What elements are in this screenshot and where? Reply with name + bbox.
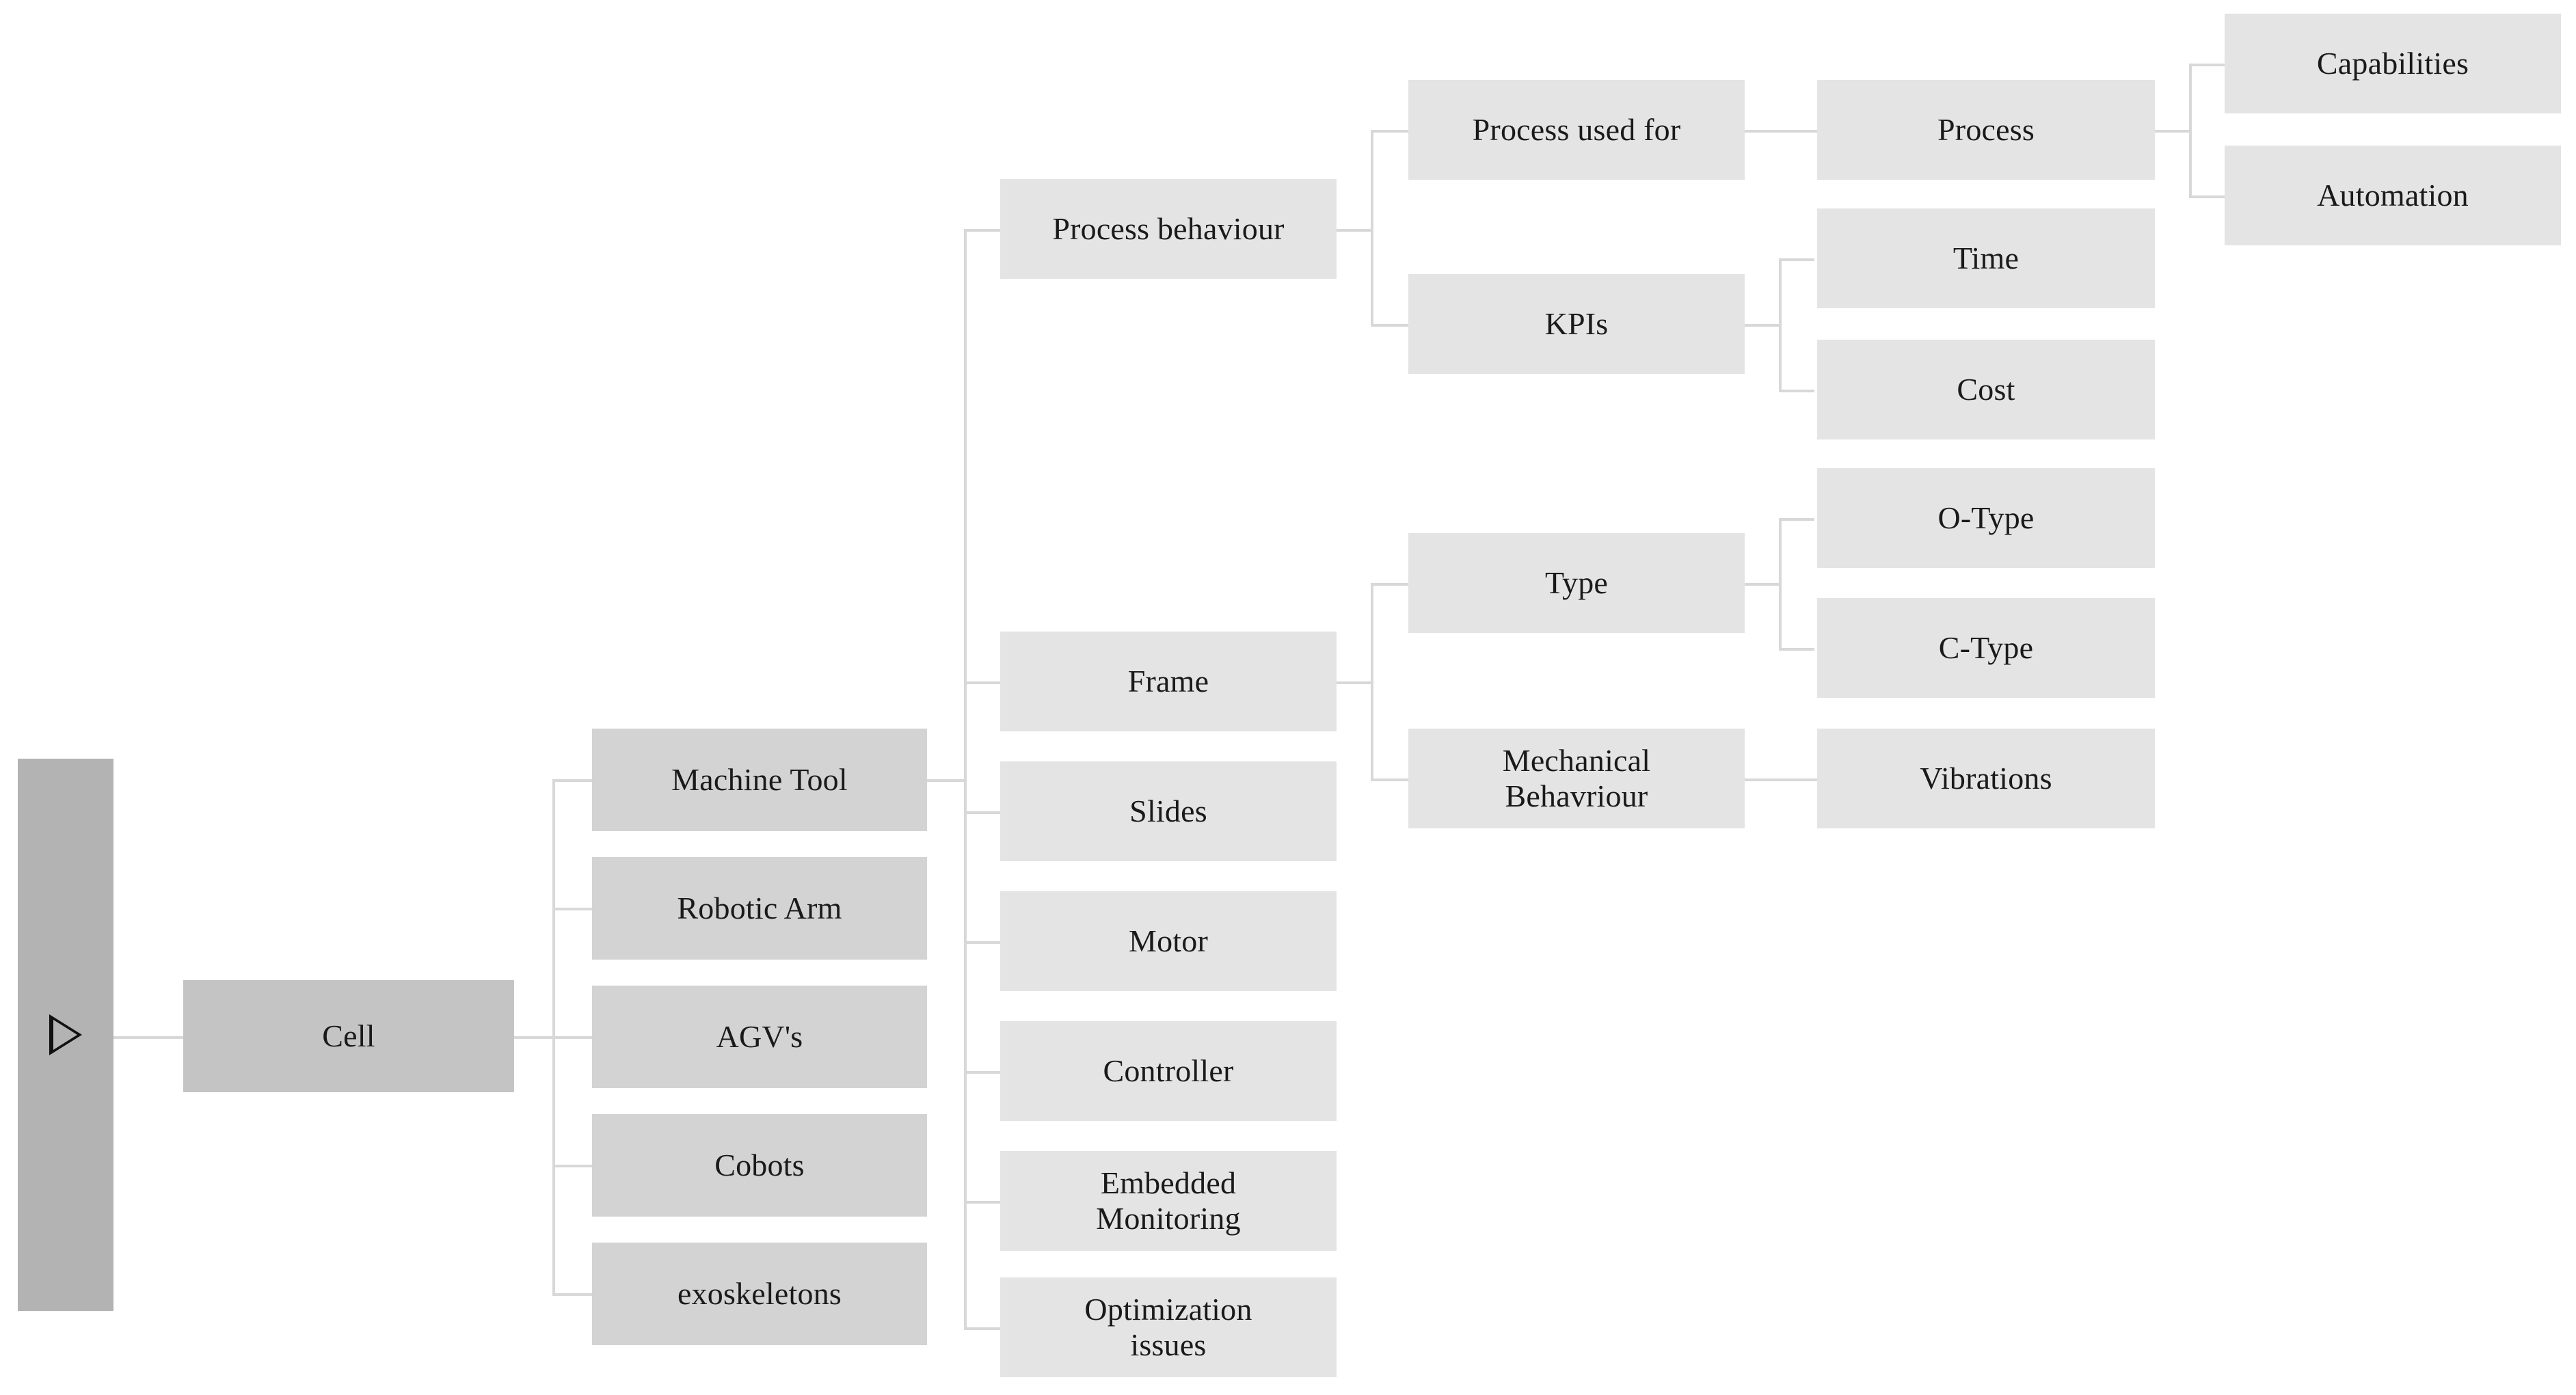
node-process[interactable]: Process (1817, 80, 2155, 180)
node-type[interactable]: Type (1408, 533, 1745, 633)
node-machine-tool[interactable]: Machine Tool (592, 729, 927, 831)
edge-frame-stub (1337, 681, 1372, 684)
edge-process-behaviour-stub (1337, 229, 1372, 232)
edge-frame-to-mechanical-behaviour (1371, 778, 1408, 781)
edge-cell-to-robotic-arm (552, 908, 592, 910)
edge-machine-tool-to-process-behaviour (964, 229, 1000, 232)
edge-kpis-trunk (1779, 258, 1782, 390)
edge-cell-to-agvs (552, 1036, 592, 1039)
edge-process-to-automation (2189, 195, 2225, 198)
edge-kpis-to-cost (1779, 390, 1814, 392)
node-process-used-for[interactable]: Process used for (1408, 80, 1745, 180)
edge-cell-to-exoskeletons (552, 1293, 592, 1296)
edge-type-to-c-type (1779, 648, 1814, 651)
edge-frame-to-type (1371, 583, 1408, 586)
node-slides[interactable]: Slides (1000, 761, 1337, 861)
edge-machine-tool-to-frame (964, 681, 1000, 684)
edge-machine-tool-to-motor (964, 941, 1000, 944)
edge-cell-to-cobots (552, 1165, 592, 1167)
edge-root-to-cell (113, 1036, 183, 1039)
node-process-behaviour[interactable]: Process behaviour (1000, 179, 1337, 279)
triangle-right-icon (49, 1014, 82, 1055)
edge-cell-stub (514, 1036, 554, 1039)
edge-machine-tool-to-optimization-issues (964, 1327, 1000, 1330)
node-mechanical-behaviour[interactable]: Mechanical Behavriour (1408, 729, 1745, 828)
edge-type-trunk (1779, 518, 1782, 648)
node-kpis[interactable]: KPIs (1408, 274, 1745, 374)
node-automation[interactable]: Automation (2225, 146, 2561, 245)
edge-machine-tool-to-controller (964, 1071, 1000, 1074)
node-cell[interactable]: Cell (183, 980, 514, 1092)
node-o-type[interactable]: O-Type (1817, 468, 2155, 568)
edge-machine-tool-to-slides (964, 811, 1000, 814)
node-cobots[interactable]: Cobots (592, 1114, 927, 1217)
edge-process-behaviour-trunk (1371, 130, 1373, 327)
node-cost[interactable]: Cost (1817, 340, 2155, 439)
node-capabilities[interactable]: Capabilities (2225, 14, 2561, 113)
edge-process-to-capabilities (2189, 64, 2225, 66)
edge-machine-tool-trunk (964, 229, 967, 1327)
edge-machine-tool-stub (927, 779, 965, 782)
node-vibrations[interactable]: Vibrations (1817, 729, 2155, 828)
node-embedded-monitoring[interactable]: Embedded Monitoring (1000, 1151, 1337, 1251)
node-optimization-issues[interactable]: Optimization issues (1000, 1277, 1337, 1377)
node-controller[interactable]: Controller (1000, 1021, 1337, 1121)
edge-kpis-stub (1745, 324, 1780, 327)
edge-process-used-for-to-process (1745, 130, 1817, 133)
node-frame[interactable]: Frame (1000, 632, 1337, 731)
edge-type-to-o-type (1779, 518, 1814, 521)
node-motor[interactable]: Motor (1000, 891, 1337, 991)
root-node[interactable] (18, 759, 113, 1311)
edge-type-stub (1745, 583, 1780, 586)
edge-process-behaviour-to-process-used-for (1371, 130, 1408, 133)
edge-frame-trunk (1371, 583, 1373, 778)
edge-kpis-to-time (1779, 258, 1814, 261)
node-time[interactable]: Time (1817, 208, 2155, 308)
node-exoskeletons[interactable]: exoskeletons (592, 1243, 927, 1345)
edge-machine-tool-to-embedded-monitoring (964, 1201, 1000, 1204)
edge-mechanical-behaviour-to-vibrations (1745, 778, 1817, 781)
edge-process-stub (2155, 130, 2190, 133)
node-robotic-arm[interactable]: Robotic Arm (592, 857, 927, 960)
node-agvs[interactable]: AGV's (592, 986, 927, 1088)
edge-process-behaviour-to-kpis (1371, 324, 1408, 327)
node-c-type[interactable]: C-Type (1817, 598, 2155, 698)
edge-cell-to-machine-tool (552, 779, 592, 782)
edge-process-trunk (2189, 64, 2192, 195)
